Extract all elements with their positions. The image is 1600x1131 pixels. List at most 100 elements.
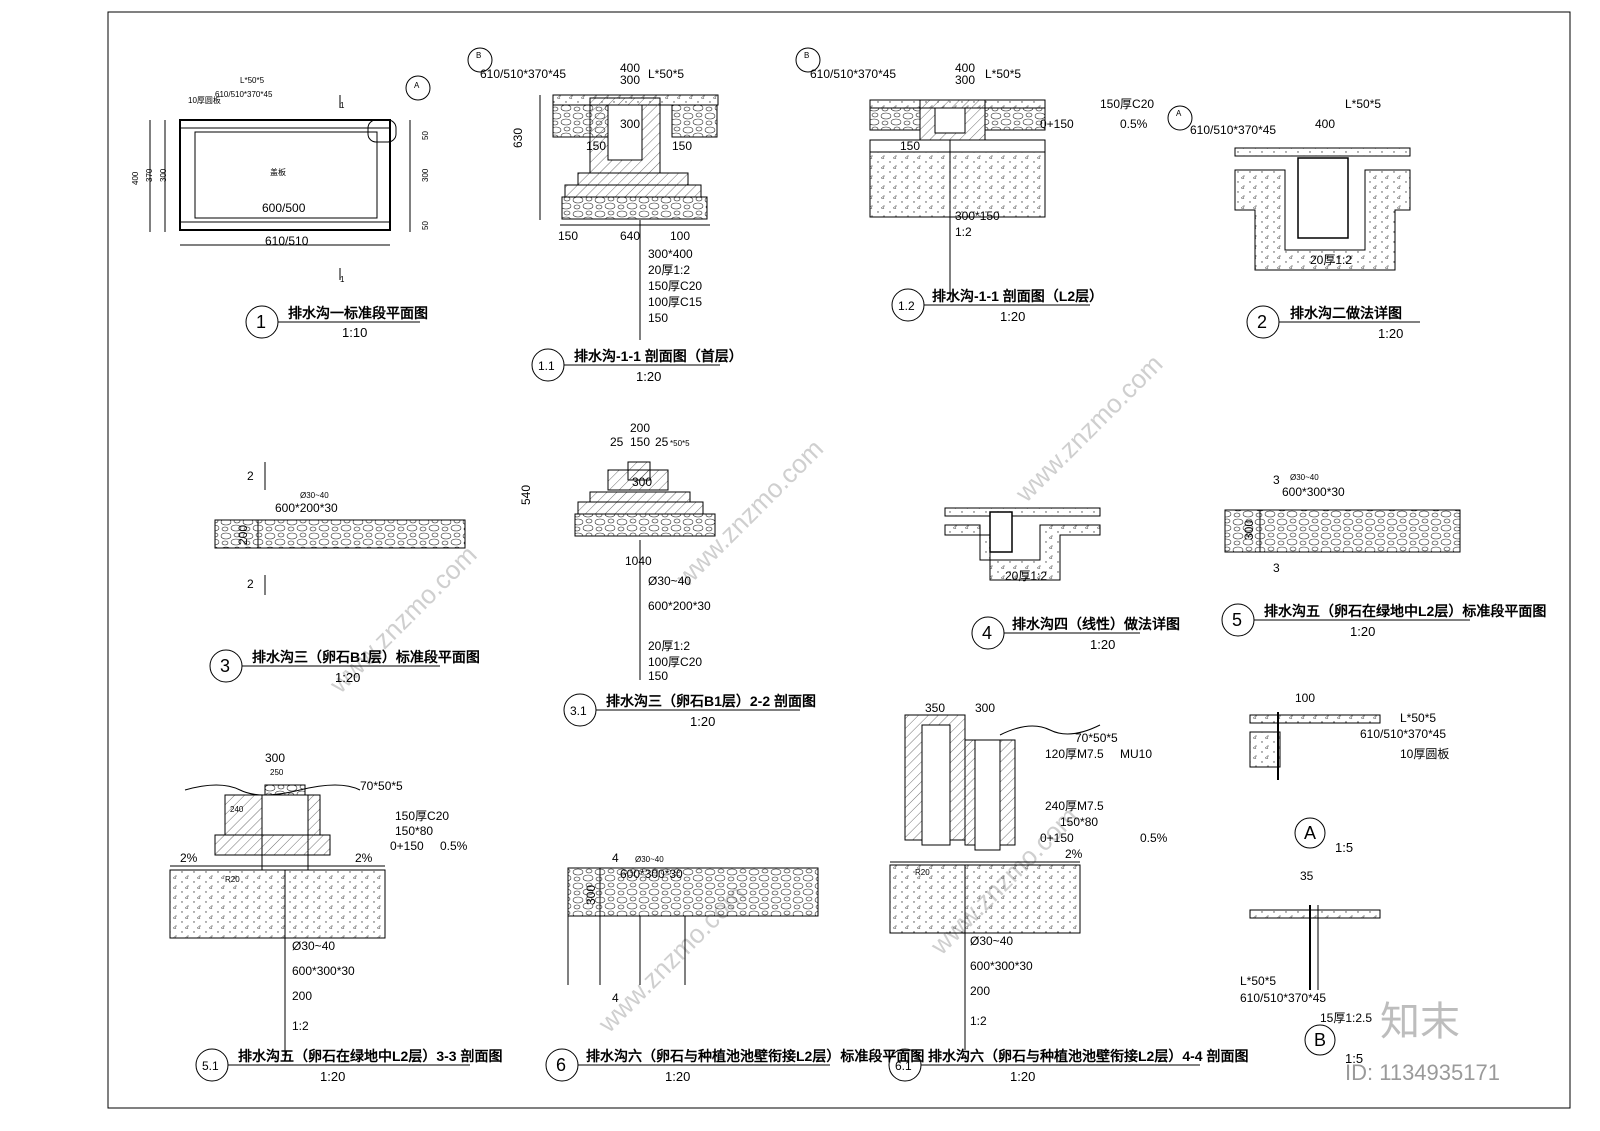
detail-number: 4: [982, 623, 992, 643]
label: 610/510*370*45: [1360, 727, 1446, 741]
marker-a: A: [414, 81, 420, 90]
dim: R20: [225, 875, 240, 884]
callout: 600*300*30: [970, 959, 1033, 973]
callout: 150厚C20: [1100, 97, 1154, 111]
dim: 300: [955, 73, 975, 87]
dim: 150: [558, 229, 578, 243]
detail-scale: 1:20: [320, 1069, 345, 1084]
watermark-layer: www.znzmo.com www.znzmo.com www.znzmo.co…: [323, 349, 1169, 1039]
callout: 0+150: [1040, 117, 1074, 131]
detail-title: 排水沟二做法详图: [1290, 305, 1402, 321]
dim: 610/510*370*45: [215, 90, 273, 99]
dim: 300: [1242, 520, 1256, 540]
callout: 0.5%: [1120, 117, 1148, 131]
brand-watermark: 知末: [1380, 1000, 1460, 1044]
dim: 150: [672, 139, 692, 153]
dim: 400: [1315, 117, 1335, 131]
detail-title: 排水沟五（卵石在绿地中L2层）3-3 剖面图: [238, 1048, 502, 1064]
dim: 610/510: [265, 234, 309, 248]
callout: 1:2: [970, 1014, 987, 1028]
dim: 370: [145, 168, 154, 182]
callout: 150: [648, 669, 668, 683]
label: 610/510*370*45: [1190, 123, 1276, 137]
callout: 70*50*5: [1075, 731, 1118, 745]
detail-number: 5: [1232, 610, 1242, 630]
dim: 400: [620, 61, 640, 75]
callout: 150: [648, 311, 668, 325]
detail-number: 5.1: [202, 1059, 219, 1073]
label: 15厚1:2.5: [1320, 1011, 1372, 1025]
callout: 20厚1:2: [1005, 569, 1047, 583]
callout: 600*300*30: [292, 964, 355, 978]
detail-a: 100 L*50*5 610/510*370*45 10厚圆板 A 1:5: [1249, 691, 1449, 855]
callout: 1:2: [292, 1019, 309, 1033]
dim: 240: [230, 805, 244, 814]
label: L*50*5: [1240, 974, 1276, 988]
callout: 0+150: [390, 839, 424, 853]
label: 盖板: [270, 167, 286, 177]
callout: Ø30~40: [292, 939, 335, 953]
dim: 1040: [625, 554, 652, 568]
dim: 300: [421, 168, 430, 182]
drawing-id: ID: 1134935171: [1345, 1060, 1500, 1085]
dim: 200: [630, 421, 650, 435]
dim: 250: [270, 768, 284, 777]
slope: 2%: [355, 851, 373, 865]
detail-scale: 1:20: [665, 1069, 690, 1084]
marker-b: B: [804, 51, 809, 60]
dim: 640: [620, 229, 640, 243]
callout: 120厚M7.5: [1045, 747, 1104, 761]
label: 610/510*370*45: [810, 67, 896, 81]
detail-title: 排水沟三（卵石B1层）标准段平面图: [252, 649, 480, 665]
detail-number: 1.1: [538, 359, 555, 373]
dim: L*50*5: [240, 76, 265, 85]
dim: 10厚圆板: [188, 95, 221, 105]
dim: 300: [584, 885, 598, 905]
cut-mark: 1: [340, 101, 345, 110]
marker-b: B: [476, 51, 481, 60]
detail-number: 3: [220, 656, 230, 676]
detail-title: 排水沟一标准段平面图: [288, 305, 428, 321]
detail-number: 6.1: [895, 1059, 912, 1073]
callout: 100厚C15: [648, 295, 702, 309]
dim: 35: [1300, 869, 1314, 883]
detail-3-1-section: 200 25 150 25 *50*5 300 540 1040 Ø30~40 …: [519, 421, 816, 729]
callout: 300*400: [648, 247, 693, 261]
dim: 50: [421, 221, 430, 230]
label: L*50*5: [985, 67, 1021, 81]
detail-title: 排水沟四（线性）做法详图: [1012, 616, 1180, 632]
label: Ø30~40: [1290, 473, 1319, 482]
detail-2-section: A L*50*5 610/510*370*45 400 20厚1:2 2 排水沟…: [1167, 97, 1420, 341]
detail-6-plan: 4 4 Ø30~40 600*300*30 300 6 排水沟六（卵石与种植池池…: [545, 851, 924, 1084]
dim: 100: [1295, 691, 1315, 705]
label: 10厚圆板: [1400, 747, 1449, 761]
detail-1-2-section: B 610/510*370*45 400 300 L*50*5 150厚C20 …: [795, 47, 1154, 324]
callout: 150*80: [1060, 815, 1098, 829]
dim: 600/500: [262, 201, 306, 215]
dim: 630: [511, 128, 525, 148]
detail-title: 排水沟-1-1 剖面图（首层）: [574, 348, 743, 364]
callout: 70*50*5: [360, 779, 403, 793]
detail-1-1-section: B 610/510*370*45 400 300 L*50*5 630 300 …: [467, 47, 743, 384]
label: L*50*5: [648, 67, 684, 81]
dim: 150: [630, 435, 650, 449]
cut-mark: 4: [612, 851, 619, 865]
sheet-border: [107, 11, 1571, 1109]
detail-title: 排水沟-1-1 剖面图（L2层）: [932, 288, 1103, 304]
detail-number: B: [1314, 1030, 1326, 1050]
detail-3-plan: 2 2 Ø30~40 600*200*30 200 3 排水沟三（卵石B1层）标…: [209, 462, 480, 685]
detail-scale: 1:10: [342, 325, 367, 340]
dim: 300: [975, 701, 995, 715]
detail-5-1-section: 300 250 70*50*5 240 150厚C20 150*80 0+150…: [169, 751, 502, 1084]
label: 600*300*30: [620, 867, 683, 881]
dim: 100: [670, 229, 690, 243]
dim: 300: [632, 475, 652, 489]
detail-scale: 1:20: [1378, 326, 1403, 341]
detail-scale: 1:20: [636, 369, 661, 384]
dim: 50: [421, 131, 430, 140]
dim: R20: [915, 868, 930, 877]
dim: 300: [265, 751, 285, 765]
label: 600*200*30: [275, 501, 338, 515]
dim: 200: [236, 525, 250, 545]
